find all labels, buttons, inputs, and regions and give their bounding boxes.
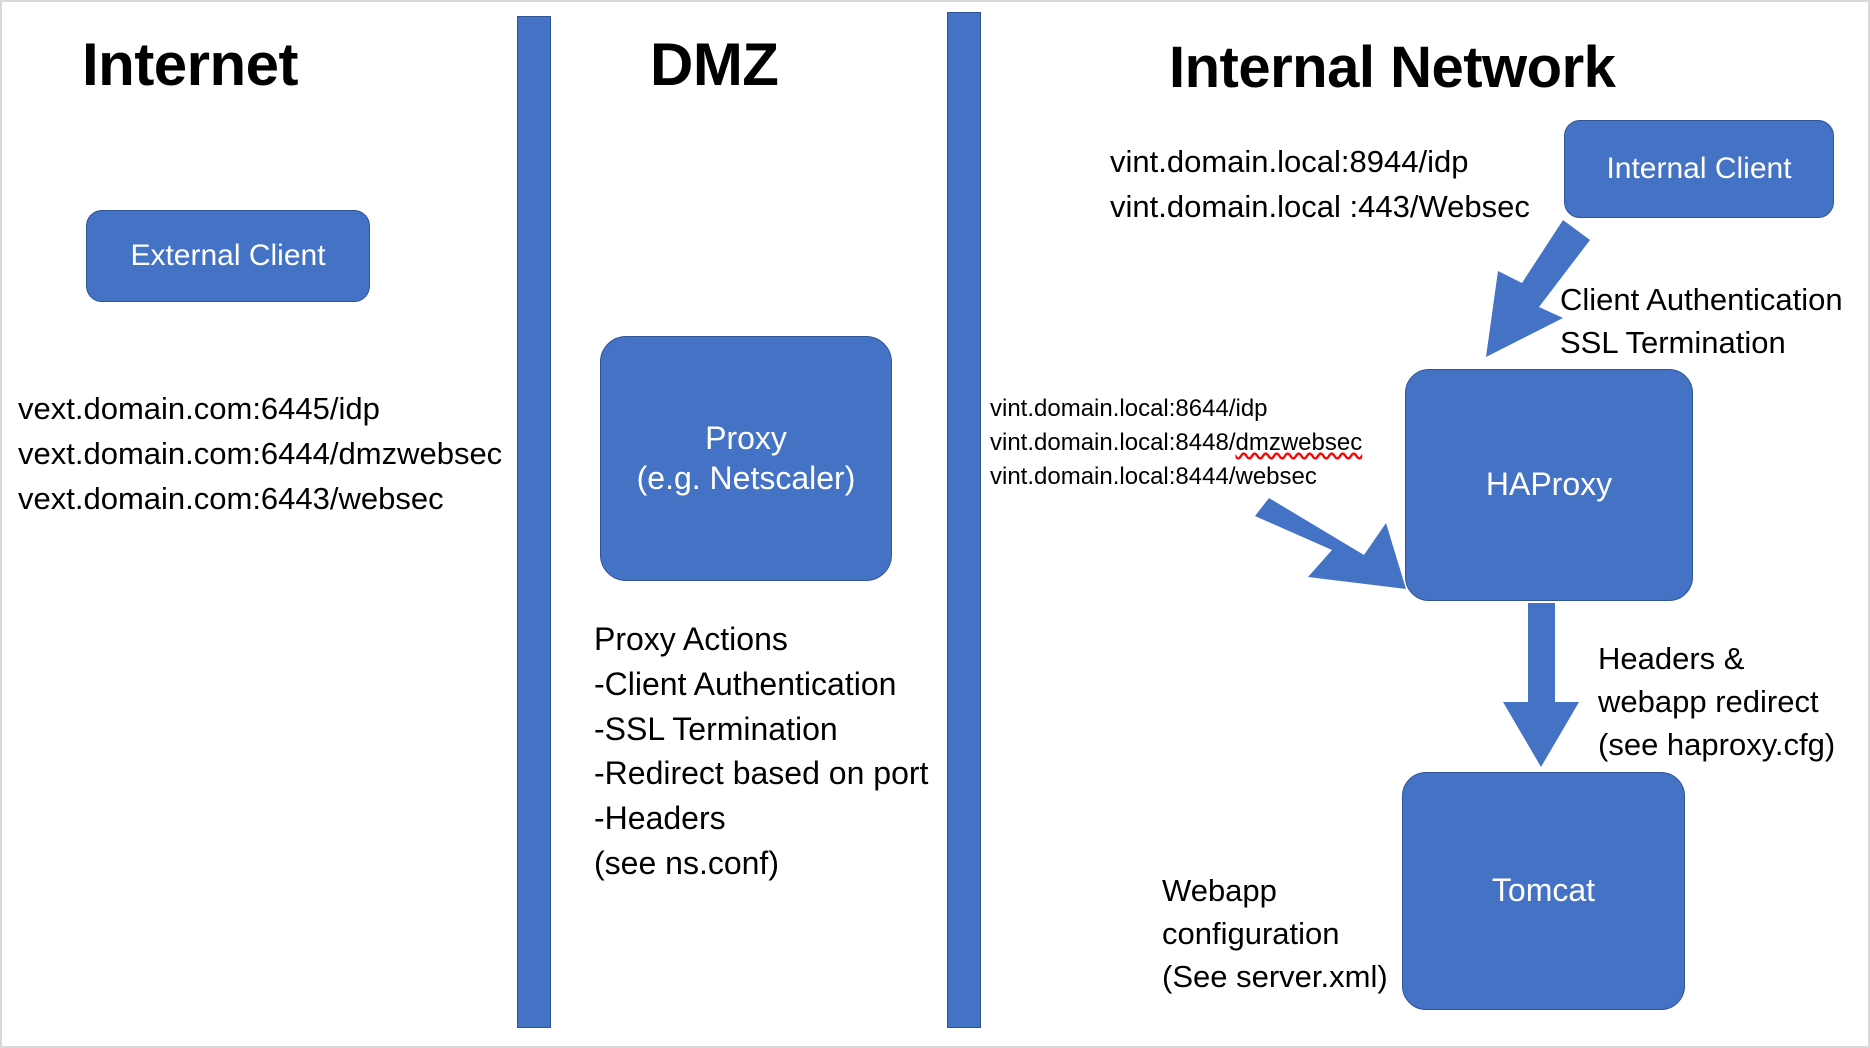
haproxy-actions-label: Client Authentication SSL Termination: [1560, 282, 1843, 360]
node-proxy[interactable]: Proxy (e.g. Netscaler): [600, 336, 892, 581]
internal-client-endpoint-urls: vint.domain.local:8944/idp vint.domain.l…: [1110, 144, 1530, 224]
zone-divider-dmz-internal: [947, 12, 981, 1028]
arrow-vint-urls-to-haproxy: [1255, 498, 1406, 589]
proxy-actions-list: Proxy Actions -Client Authentication -SS…: [594, 621, 929, 881]
arrow-haproxy-to-tomcat: [1503, 603, 1579, 767]
node-internal-client[interactable]: Internal Client: [1564, 120, 1834, 218]
zone-divider-internet-dmz: [517, 16, 551, 1028]
node-proxy-sublabel: (e.g. Netscaler): [636, 459, 856, 496]
haproxy-backend-urls: vint.domain.local:8644/idp vint.domain.lo…: [990, 392, 1362, 494]
haproxy-backend-url-dmzwebsec-prefix: vint.domain.local:8448/: [990, 429, 1236, 457]
node-external-client-label: External Client: [130, 238, 326, 272]
tomcat-configuration-label: Webapp configuration (See server.xml): [1162, 873, 1388, 994]
zone-title-internal-network: Internal Network: [1169, 35, 1616, 100]
external-endpoint-urls: vext.domain.com:6445/idp vext.domain.com…: [18, 391, 503, 516]
node-tomcat-label: Tomcat: [1491, 872, 1596, 909]
haproxy-backend-url-dmzwebsec-misspelled: dmzwebsec: [1235, 429, 1363, 457]
node-tomcat[interactable]: Tomcat: [1402, 772, 1685, 1010]
node-haproxy[interactable]: HAProxy: [1405, 369, 1693, 601]
zone-title-internet: Internet: [82, 31, 299, 98]
haproxy-backend-url-idp: vint.domain.local:8644/idp: [990, 395, 1268, 422]
node-proxy-label: Proxy: [705, 420, 787, 457]
node-internal-client-label: Internal Client: [1606, 151, 1792, 185]
node-external-client[interactable]: External Client: [86, 210, 370, 302]
node-haproxy-label: HAProxy: [1485, 466, 1613, 503]
zone-title-dmz: DMZ: [650, 31, 779, 98]
haproxy-to-tomcat-label: Headers & webapp redirect (see haproxy.c…: [1598, 641, 1836, 762]
haproxy-backend-url-websec: vint.domain.local:8444/websec: [990, 463, 1317, 491]
